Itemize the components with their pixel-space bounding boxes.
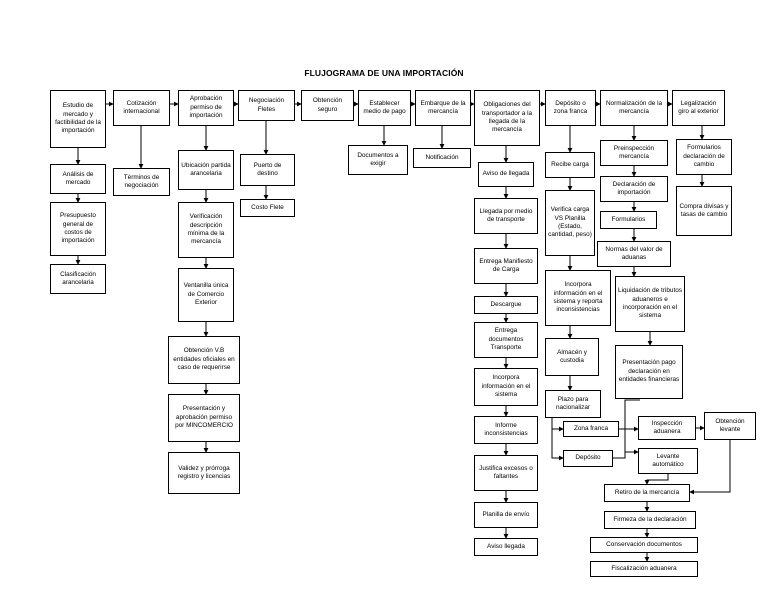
node-verifica-carga: Verifica carga VS Planilla (Estado, cant… (545, 190, 595, 256)
node-obtencion-levante: Obtención levante (704, 412, 756, 440)
node-formularios: Formularios (600, 211, 657, 229)
node-plazo-nacionalizar: Plazo para nacionalizar (545, 390, 601, 418)
node-conservacion-documentos: Conservación documentos (590, 537, 698, 553)
node-estudio-mercado: Estudio de mercado y factibilidad de la … (50, 90, 106, 148)
node-medio-pago: Establecer medio de pago (358, 90, 411, 126)
node-legalizacion-giro: Legalización giro al exterior (672, 90, 725, 126)
node-incorpora-reporta: Incorpora información en el sistema y re… (545, 270, 611, 326)
node-formularios-cambio: Formularios declaración de cambio (676, 139, 732, 175)
node-obtencion-seguro: Obtención seguro (301, 90, 354, 121)
node-presupuesto-costos: Presupuesto general de costos de importa… (50, 202, 106, 256)
node-justifica-excesos: Justifica excesos o faltantes (474, 455, 538, 491)
node-presentacion-mincomercio: Presentación y aprobación permiso por MI… (168, 394, 240, 442)
node-recibe-carga: Recibe carga (545, 152, 595, 178)
node-levante-automatico: Levante automático (638, 448, 698, 474)
node-ventanilla-unica: Ventanilla única de Comercio Exterior (178, 268, 234, 322)
node-informe-inconsistencias: Informe inconsistencias (474, 416, 538, 444)
node-aprobacion-permiso: Aprobación permiso de importación (178, 90, 234, 126)
node-verificacion-descripcion: Verificación descripción mínima de la me… (178, 202, 234, 258)
node-documentos-exigir: Documentos a exigir (348, 145, 408, 175)
node-firmeza-declaracion: Firmeza de la declaración (604, 511, 696, 529)
node-deposito-zona-franca: Depósito o zona franca (545, 90, 596, 126)
node-clasificacion-arancelaria: Clasificación arancelaria (50, 264, 106, 294)
node-fiscalizacion-aduanera: Fiscalización aduanera (590, 561, 698, 577)
node-ubicacion-partida: Ubicación partida arancelaria (178, 150, 234, 190)
node-almacen-custodia: Almacén y custodia (545, 338, 599, 376)
node-obtencion-vb: Obtención V.B entidades oficiales en cas… (168, 336, 240, 384)
node-normas-valor: Normas del valor de aduanas (597, 241, 671, 267)
node-normalizacion: Normalización de la mercancía (600, 90, 668, 126)
node-embarque: Embarque de la mercancía (415, 90, 471, 126)
connectors (75, 101, 731, 562)
node-preinspeccion: Preinspección mercancía (600, 140, 668, 166)
node-compra-divisas: Compra divisas y tasas de cambio (676, 186, 732, 236)
node-liquidacion-tributos: Liquidación de tributos aduaneros e inco… (615, 276, 685, 332)
node-manifiesto-carga: Entrega Manifiesto de Carga (474, 248, 538, 284)
node-inspeccion-aduanera: Inspección aduanera (638, 416, 696, 440)
node-negociacion-fletes: Negociación Fletes (238, 90, 295, 121)
node-validez-prorroga: Validez y prórroga registro y licencias (168, 452, 240, 494)
node-cotizacion-internacional: Cotización internacional (113, 90, 170, 126)
node-planilla-envio: Planilla de envío (474, 502, 538, 528)
node-obligaciones-transportador: Obligaciones del transportador a la lleg… (474, 90, 540, 146)
node-terminos-negociacion: Términos de negociación (113, 168, 170, 196)
diagram-title: FLUJOGRAMA DE UNA IMPORTACIÓN (304, 68, 464, 78)
